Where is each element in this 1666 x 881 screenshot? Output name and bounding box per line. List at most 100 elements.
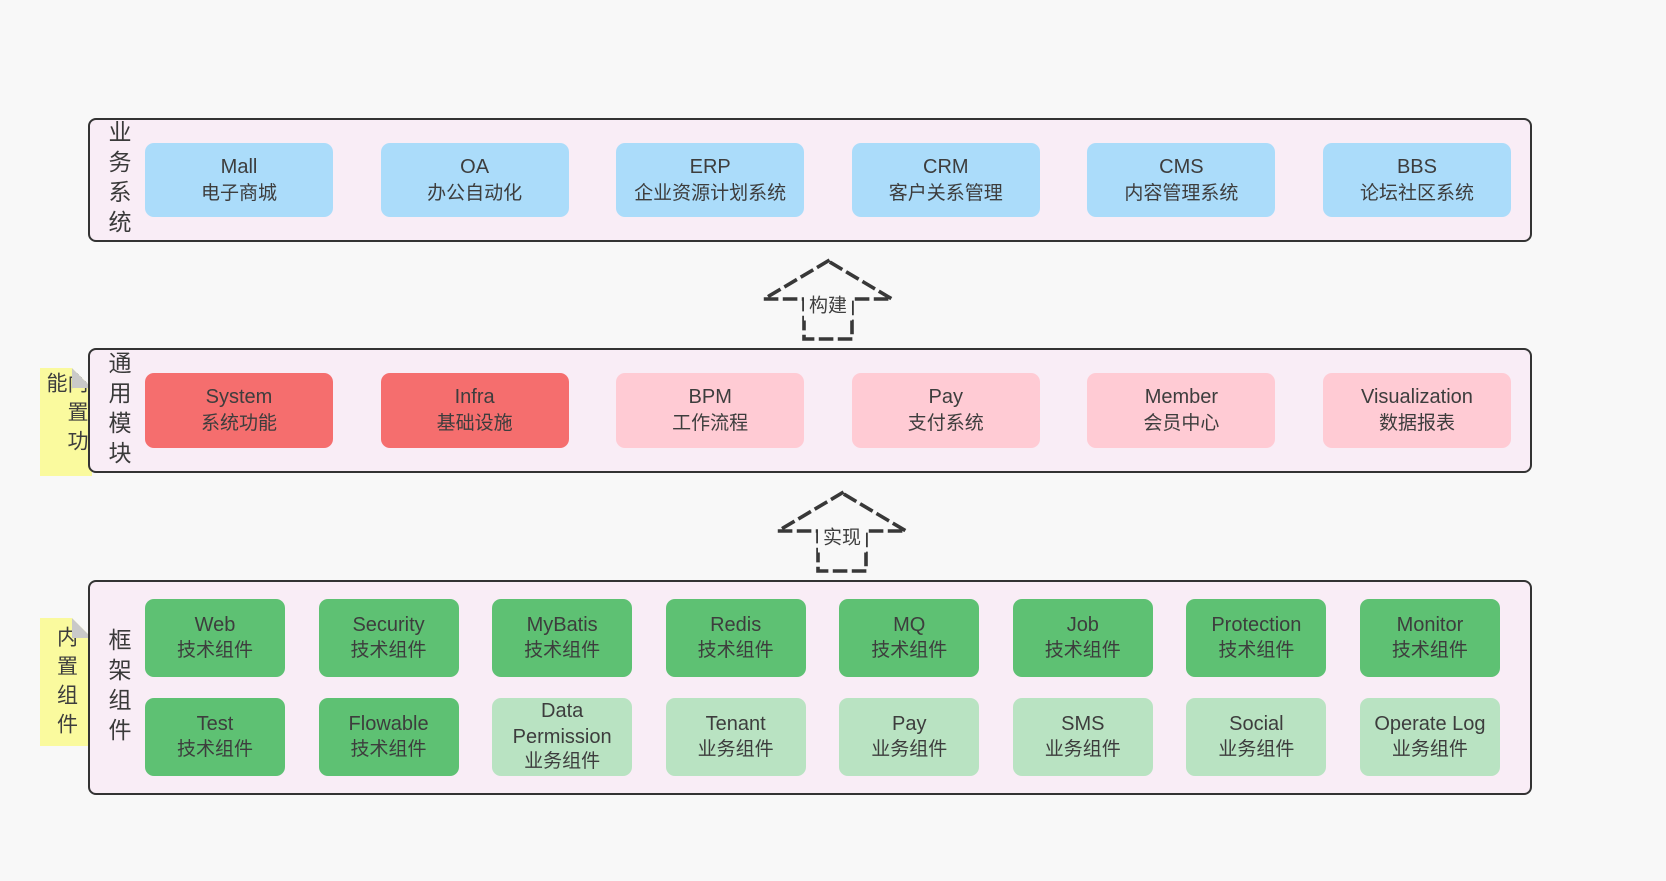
box-subtitle: 办公自动化 — [427, 182, 523, 204]
panel-label-modules: 通用模块 — [105, 350, 131, 471]
box-title: MQ — [893, 614, 926, 637]
box-subtitle: 内容管理系统 — [1124, 182, 1239, 204]
implement-arrow: 实现 — [772, 488, 912, 576]
box-title: Mall — [220, 155, 258, 178]
component-box-mq: MQ 技术组件 — [839, 599, 980, 677]
box-title: Infra — [454, 386, 495, 409]
box-title: Flowable — [348, 713, 429, 736]
box-title: Social — [1229, 713, 1284, 736]
box-subtitle: 技术组件 — [524, 639, 601, 661]
box-subtitle: 工作流程 — [672, 413, 749, 435]
box-title: CMS — [1159, 155, 1204, 178]
module-box-system: System 系统功能 — [145, 373, 333, 448]
box-title: MyBatis — [526, 614, 598, 637]
component-box-tenant: Tenant 业务组件 — [665, 698, 806, 776]
box-title: OA — [460, 155, 490, 178]
component-box-sms: SMS 业务组件 — [1012, 698, 1153, 776]
box-title: Monitor — [1396, 614, 1464, 637]
box-subtitle: 业务组件 — [1218, 738, 1295, 760]
box-subtitle: 业务组件 — [697, 738, 774, 760]
box-subtitle: 技术组件 — [1391, 639, 1468, 661]
system-box-mall: Mall 电子商城 — [145, 143, 333, 217]
box-title: Data Permission — [512, 700, 612, 748]
box-title: Redis — [710, 614, 762, 637]
box-subtitle: 技术组件 — [176, 738, 253, 760]
box-title: Visualization — [1361, 386, 1473, 409]
box-title: BBS — [1396, 155, 1437, 178]
box-title: Security — [352, 614, 425, 637]
box-subtitle: 客户关系管理 — [888, 182, 1003, 204]
box-subtitle: 业务组件 — [1044, 738, 1121, 760]
box-title: Test — [196, 713, 234, 736]
panel-business-systems: 业务系统 Mall 电子商城 OA 办公自动化 ERP 企业资源计划系统 CRM… — [88, 118, 1532, 242]
component-box-security: Security 技术组件 — [318, 599, 459, 677]
box-subtitle: 会员中心 — [1143, 413, 1220, 435]
panel-framework-components: 框架组件 Web 技术组件 Security 技术组件 MyBatis 技术组件… — [88, 580, 1532, 795]
component-box-job: Job 技术组件 — [1012, 599, 1153, 677]
box-title: Member — [1144, 386, 1219, 409]
module-box-bpm: BPM 工作流程 — [616, 373, 805, 448]
module-box-visualization: Visualization 数据报表 — [1322, 373, 1511, 448]
box-subtitle: 业务组件 — [871, 738, 948, 760]
box-title: Web — [194, 614, 236, 637]
box-title: Operate Log — [1374, 713, 1486, 736]
box-title: Protection — [1211, 614, 1302, 637]
component-box-social: Social 业务组件 — [1186, 698, 1327, 776]
box-subtitle: 基础设施 — [436, 413, 513, 435]
business-boxes: Mall 电子商城 OA 办公自动化 ERP 企业资源计划系统 CRM 客户关系… — [145, 143, 1530, 217]
box-subtitle: 技术组件 — [350, 639, 427, 661]
box-subtitle: 技术组件 — [350, 738, 427, 760]
box-subtitle: 支付系统 — [907, 413, 984, 435]
component-box-mybatis: MyBatis 技术组件 — [492, 599, 633, 677]
component-box-operate-log: Operate Log 业务组件 — [1359, 698, 1500, 776]
sticky-tab-built-in-features: 内置功能 — [40, 368, 92, 476]
build-arrow-label: 构建 — [803, 287, 853, 321]
box-subtitle: 业务组件 — [1391, 738, 1468, 760]
module-box-infra: Infra 基础设施 — [380, 373, 569, 448]
box-title: Pay — [892, 713, 927, 736]
component-box-web: Web 技术组件 — [145, 599, 285, 677]
component-box-flowable: Flowable 技术组件 — [318, 698, 459, 776]
component-box-test: Test 技术组件 — [145, 698, 285, 776]
box-subtitle: 业务组件 — [524, 751, 601, 773]
up-arrow-icon — [772, 490, 912, 573]
box-subtitle: 技术组件 — [176, 639, 253, 661]
box-subtitle: 技术组件 — [1218, 639, 1295, 661]
box-title: Pay — [928, 386, 964, 409]
component-box-data-permission: Data Permission 业务组件 — [492, 698, 633, 776]
box-subtitle: 系统功能 — [200, 413, 277, 435]
component-box-redis: Redis 技术组件 — [665, 599, 806, 677]
system-box-crm: CRM 客户关系管理 — [851, 143, 1040, 217]
box-subtitle: 电子商城 — [200, 182, 277, 204]
system-box-erp: ERP 企业资源计划系统 — [616, 143, 805, 217]
up-arrow-icon — [758, 258, 898, 341]
component-box-pay: Pay 业务组件 — [839, 698, 980, 776]
box-title: Tenant — [705, 713, 766, 736]
box-title: SMS — [1061, 713, 1105, 736]
box-title: CRM — [923, 155, 969, 178]
box-subtitle: 技术组件 — [697, 639, 774, 661]
panel-label-business: 业务系统 — [105, 120, 131, 240]
box-title: Job — [1066, 614, 1099, 637]
box-subtitle: 技术组件 — [871, 639, 948, 661]
system-box-oa: OA 办公自动化 — [380, 143, 569, 217]
module-boxes: System 系统功能 Infra 基础设施 BPM 工作流程 Pay 支付系统… — [145, 373, 1530, 448]
panel-common-modules: 通用模块 System 系统功能 Infra 基础设施 BPM 工作流程 Pay… — [88, 348, 1532, 473]
tab-label: 内置功能 — [44, 372, 88, 459]
component-box-protection: Protection 技术组件 — [1186, 599, 1327, 677]
sticky-tab-built-in-components: 内置组件 — [40, 618, 92, 746]
box-subtitle: 数据报表 — [1378, 413, 1455, 435]
component-row-2: Test 技术组件 Flowable 技术组件 Data Permission … — [145, 698, 1500, 776]
panel-label-components: 框架组件 — [105, 627, 131, 748]
module-box-pay: Pay 支付系统 — [851, 373, 1040, 448]
tab-label: 内置组件 — [54, 626, 78, 742]
implement-arrow-label: 实现 — [817, 519, 867, 553]
box-subtitle: 论坛社区系统 — [1359, 182, 1474, 204]
component-row-1: Web 技术组件 Security 技术组件 MyBatis 技术组件 Redi… — [145, 599, 1500, 677]
build-arrow: 构建 — [758, 256, 898, 344]
component-box-monitor: Monitor 技术组件 — [1359, 599, 1500, 677]
box-title: ERP — [689, 155, 731, 178]
box-title: System — [205, 386, 273, 409]
system-box-cms: CMS 内容管理系统 — [1087, 143, 1276, 217]
